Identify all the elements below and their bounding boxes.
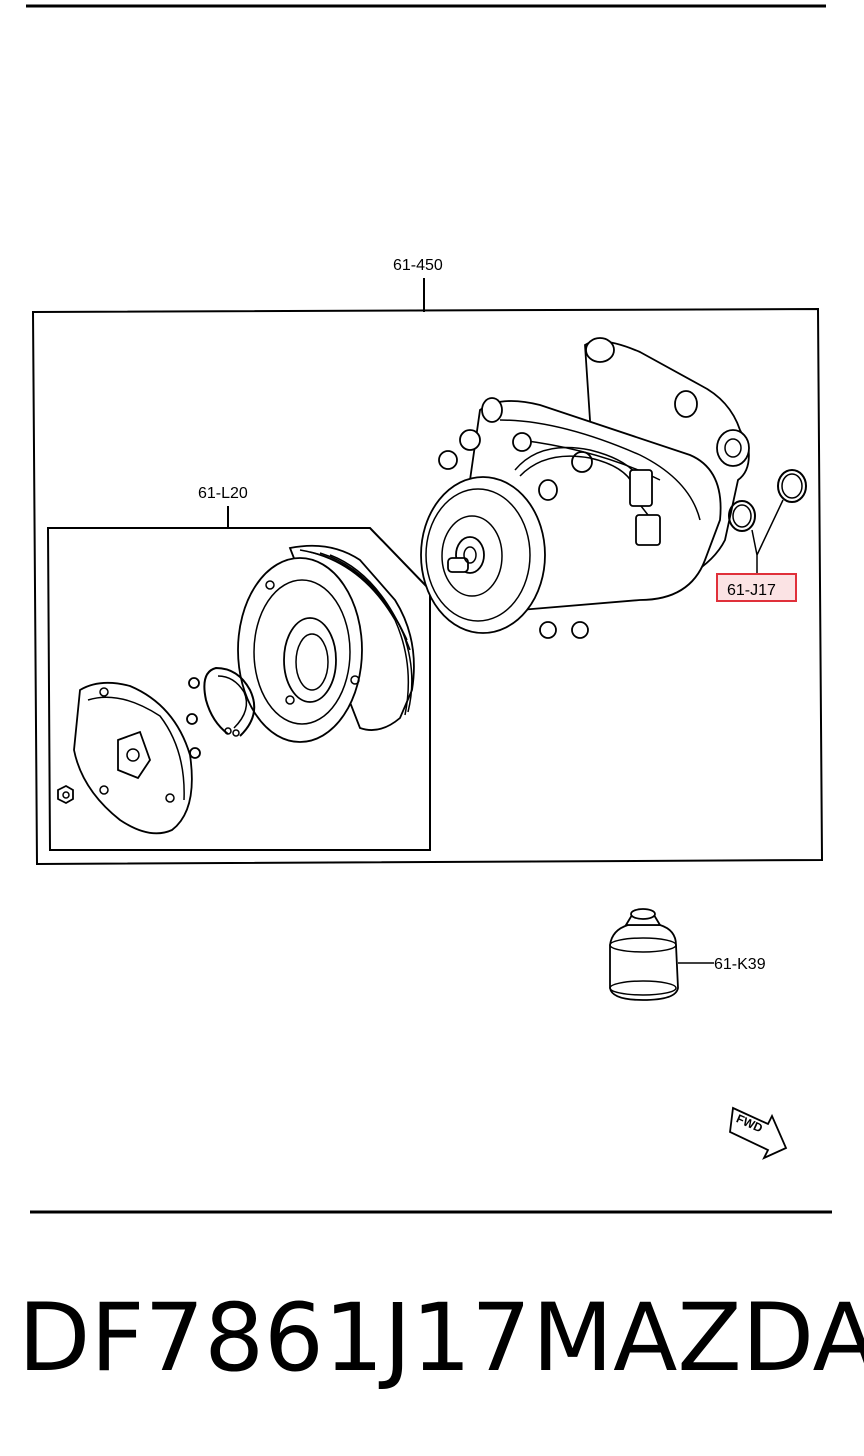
clutch-pulley <box>237 544 415 743</box>
label-oring: 61-J17 <box>727 582 776 599</box>
nut <box>57 784 74 805</box>
washer-1 <box>186 713 198 725</box>
label-oil: 61-K39 <box>714 956 766 973</box>
assembly-box <box>31 307 824 866</box>
label-clutch: 61-L20 <box>198 485 248 502</box>
pressure-plate <box>73 681 193 835</box>
leader-oring <box>751 499 784 580</box>
clutch-box <box>46 527 431 851</box>
o-rings <box>728 469 807 532</box>
washer-2 <box>188 677 200 689</box>
label-oring-highlight <box>716 573 797 602</box>
washer-3 <box>189 747 201 759</box>
footer-part-number: DF7861J17 <box>18 1284 531 1393</box>
label-assembly: 61-450 <box>393 257 443 274</box>
footer-brand: MAZDA <box>532 1284 864 1393</box>
fwd-arrow-icon: FWD <box>729 1106 788 1160</box>
compressor <box>420 337 750 639</box>
snap-ring <box>203 666 256 737</box>
oil-bottle <box>609 908 679 1001</box>
